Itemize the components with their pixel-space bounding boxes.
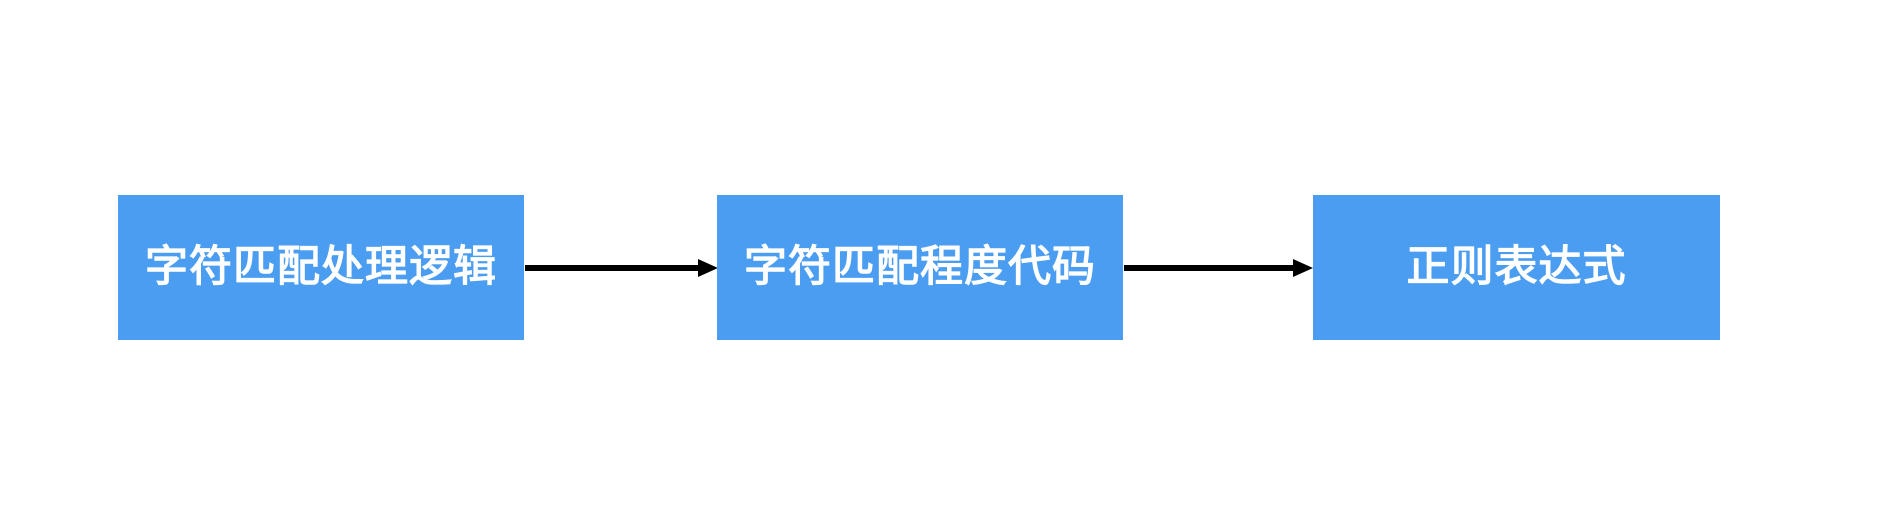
node-2-label: 字符匹配程度代码 [744,243,1096,291]
flowchart-node-1: 字符匹配处理逻辑 [118,195,524,340]
arrow-right-icon-1 [525,259,718,277]
arrow-right-icon-2 [1124,259,1313,277]
flowchart-node-2: 字符匹配程度代码 [717,195,1123,340]
flowchart-node-3: 正则表达式 [1313,195,1720,340]
node-1-label: 字符匹配处理逻辑 [145,243,497,291]
node-3-label: 正则表达式 [1406,243,1627,291]
